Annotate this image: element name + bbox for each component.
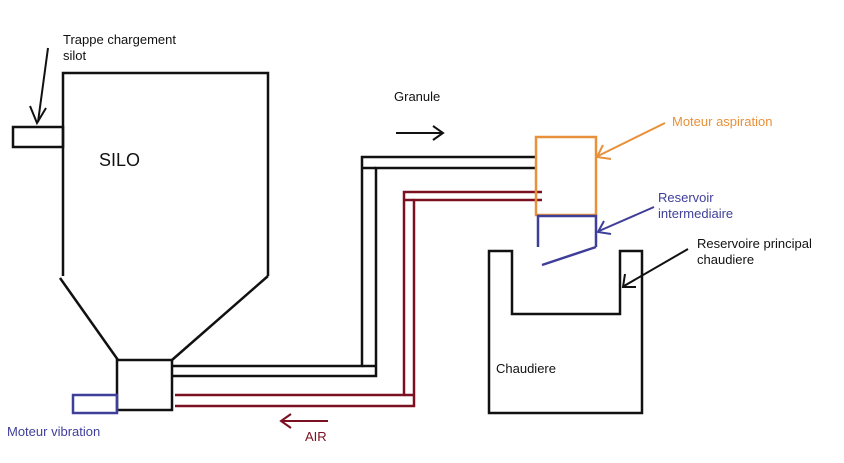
- granule-arrow: [396, 125, 445, 141]
- granule-tube: [172, 155, 536, 378]
- vibration-box: [115, 358, 174, 412]
- moteur-vibration-box: [71, 393, 119, 415]
- reservoir-intermediaire-line2: intermediaire: [658, 206, 734, 221]
- silo-hopper: [58, 275, 269, 361]
- moteur-aspiration-label: Moteur aspiration: [672, 114, 773, 129]
- reservoir-intermediaire-line1: Reservoir: [658, 190, 714, 205]
- chaudiere-label: Chaudiere: [496, 361, 556, 376]
- trappe-label-line2: silot: [63, 48, 87, 63]
- trappe-arrow: [29, 47, 49, 126]
- reservoir-principal-line2: chaudiere: [697, 252, 755, 267]
- reservoir-intermediaire-arrow: [596, 206, 655, 235]
- silo-label: SILO: [99, 150, 141, 170]
- moteur-aspiration-arrow: [595, 122, 666, 160]
- moteur-aspiration-box: [534, 135, 598, 217]
- chaudiere-body: [487, 249, 644, 415]
- air-arrow: [279, 413, 328, 429]
- reservoir-principal-arrow: [621, 248, 689, 288]
- trappe-tube: [11, 125, 65, 149]
- granule-label: Granule: [394, 89, 441, 104]
- trappe-label-line1: Trappe chargement: [63, 32, 176, 47]
- reservoir-principal-line1: Reservoire principal: [697, 236, 812, 251]
- silo-body: [61, 71, 270, 276]
- moteur-vibration-label: Moteur vibration: [7, 424, 101, 439]
- reservoir-intermediaire-label: Reservoir intermediaire: [658, 190, 733, 222]
- air-tube: [175, 190, 542, 408]
- air-label: AIR: [305, 429, 327, 444]
- reservoir-principal-label: Reservoire principal chaudiere: [697, 236, 812, 268]
- trappe-label: Trappe chargement silot: [63, 32, 176, 64]
- reservoir-intermediaire-shape: [536, 214, 598, 267]
